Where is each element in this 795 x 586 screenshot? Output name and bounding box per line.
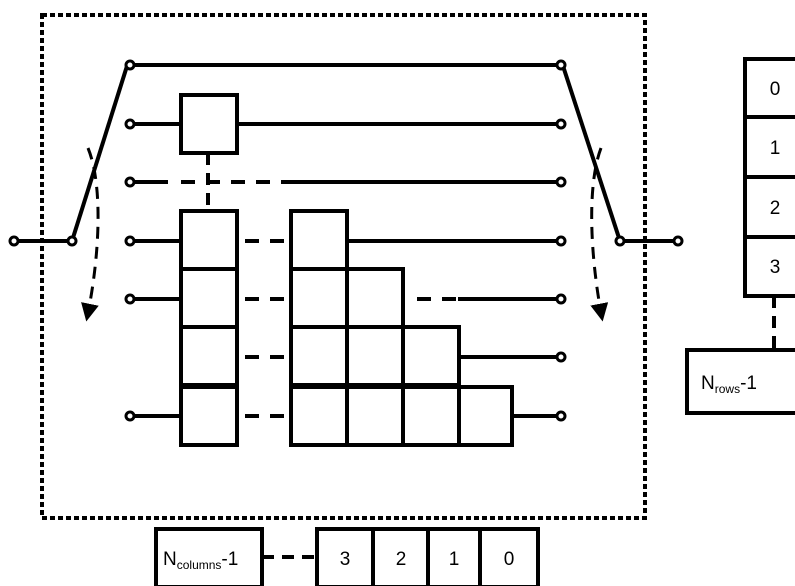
row-input-terminal <box>124 118 136 130</box>
switch-cell <box>289 209 349 271</box>
input-terminal <box>8 235 20 247</box>
output-pivot <box>614 235 626 247</box>
switch-cell <box>289 385 349 447</box>
enclosure-border <box>40 13 647 520</box>
row-output-terminal <box>555 235 567 247</box>
row-output-terminal <box>555 176 567 188</box>
switch-cell <box>179 325 239 387</box>
row-input-terminal <box>124 410 136 422</box>
input-pivot <box>66 235 78 247</box>
row-input-terminal <box>124 293 136 305</box>
switch-cell <box>401 325 461 387</box>
column-index-cell <box>478 527 540 586</box>
row-input-terminal <box>124 59 136 71</box>
switch-cell <box>345 267 405 329</box>
switch-cell <box>345 325 405 387</box>
output-switch-blade <box>561 65 622 242</box>
output-rotation-arrow <box>590 147 609 322</box>
column-index-label: 2 <box>396 549 407 570</box>
row-output-terminal <box>555 351 567 363</box>
column-last-label: Ncolumns-1 <box>163 549 238 572</box>
switch-cell <box>179 209 239 271</box>
output-terminal <box>672 235 684 247</box>
input-rotation-arrow <box>81 147 100 322</box>
row-index-label: 2 <box>770 198 781 219</box>
row-output-terminal <box>555 118 567 130</box>
switch-cell <box>345 385 405 447</box>
switch-cell <box>457 385 514 447</box>
column-index-label: 1 <box>449 549 460 570</box>
input-switch-blade <box>70 65 129 242</box>
row-index-label: 0 <box>770 79 781 100</box>
row-output-terminal <box>555 59 567 71</box>
row-input-terminal <box>124 176 136 188</box>
row-last-cell <box>685 348 795 415</box>
switch-cell <box>179 385 239 447</box>
switch-cell <box>289 325 349 387</box>
row-last-label: Nrows-1 <box>701 373 757 396</box>
switch-cell <box>401 385 461 447</box>
column-index-label: 3 <box>340 549 351 570</box>
row-input-terminal <box>124 235 136 247</box>
row-index-label: 1 <box>770 138 781 159</box>
row-index-label: 3 <box>770 257 781 278</box>
row-output-terminal <box>555 293 567 305</box>
column-index-label: 0 <box>504 549 515 570</box>
row-output-terminal <box>555 410 567 422</box>
switch-cell <box>179 93 239 155</box>
switch-cell <box>289 267 349 329</box>
switch-cell <box>179 267 239 329</box>
